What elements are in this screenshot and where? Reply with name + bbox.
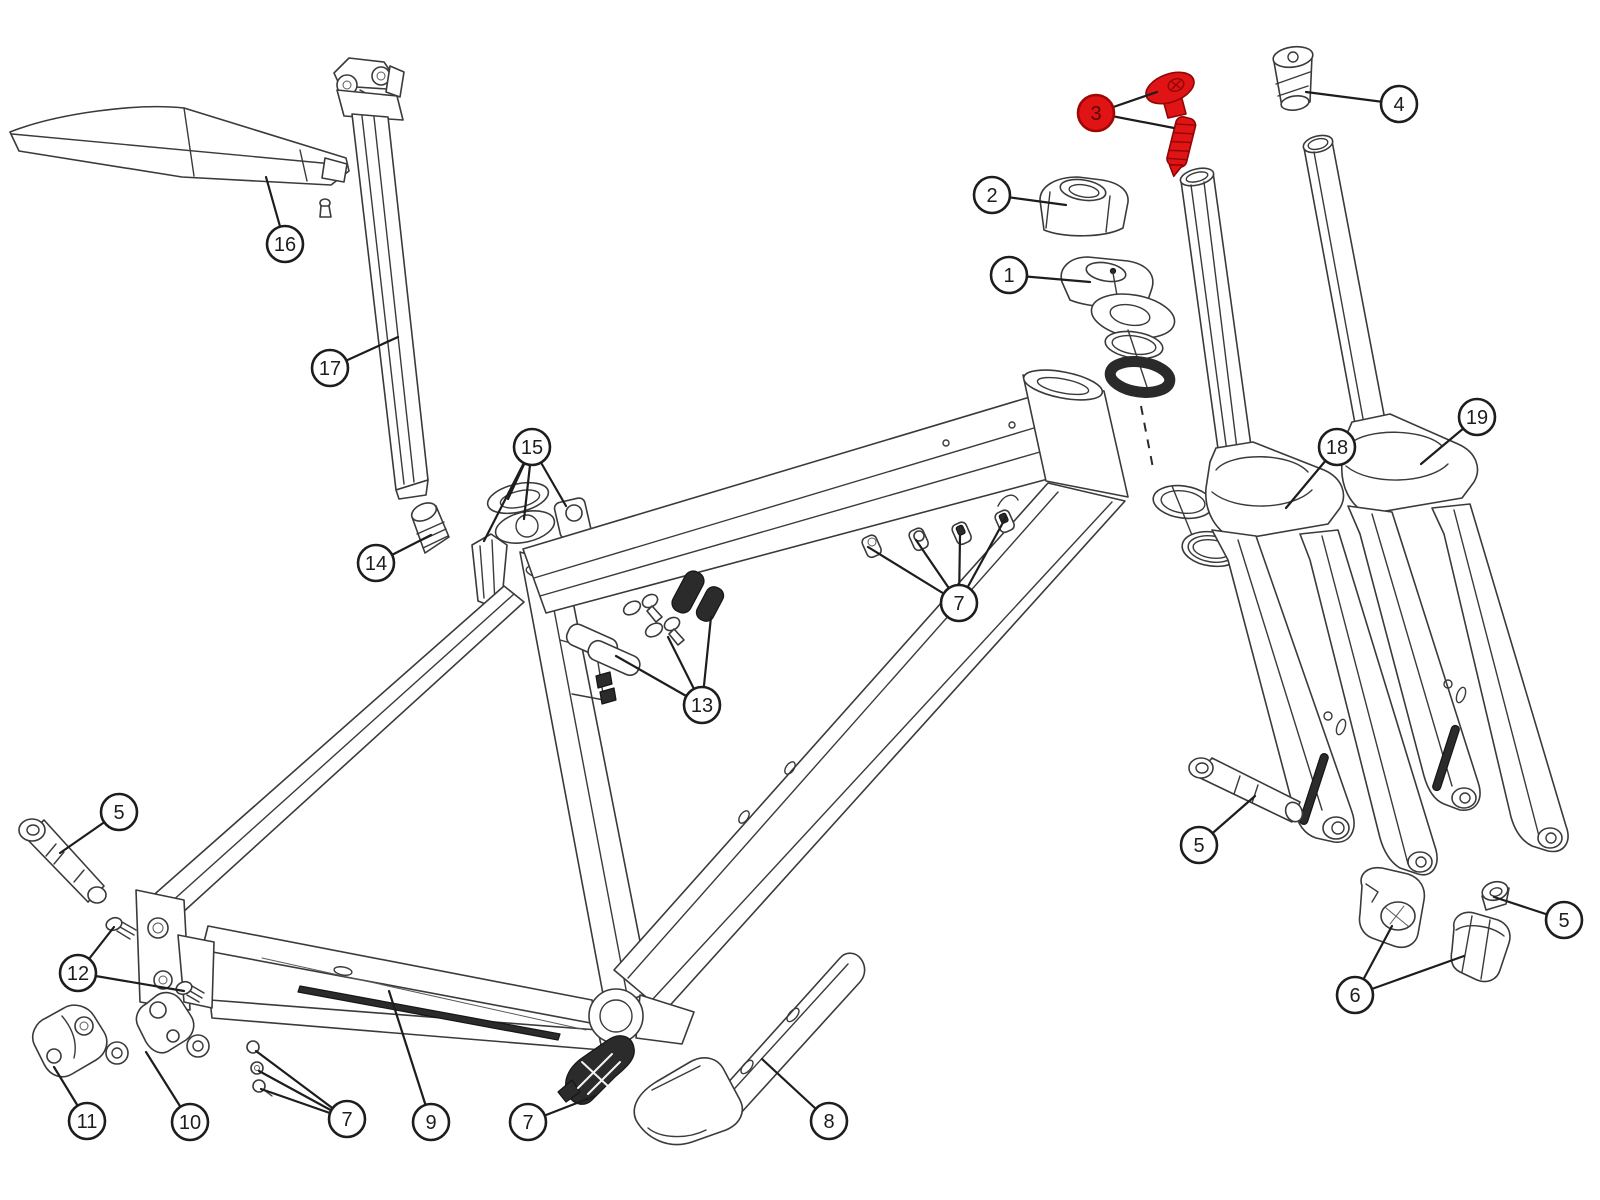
callout-label-7a: 7 [953, 593, 964, 615]
callout-5c[interactable] [1544, 900, 1584, 940]
derailleur-hanger-short [135, 991, 210, 1058]
callout-label-2: 2 [986, 185, 997, 207]
callout-11[interactable] [67, 1101, 107, 1141]
callout-14[interactable] [356, 543, 396, 583]
seatpost [333, 57, 429, 500]
frame-port-hardware [565, 570, 725, 677]
headset-cone-spacer [1039, 176, 1129, 237]
front-thru-axle [1188, 757, 1304, 823]
callout-12[interactable] [58, 953, 98, 993]
callout-8[interactable] [809, 1101, 849, 1141]
callout-label-10: 10 [179, 1112, 201, 1134]
callout-label-3: 3 [1090, 103, 1101, 125]
callout-label-14: 14 [365, 553, 387, 575]
callout-6[interactable] [1335, 975, 1375, 1015]
chain-guide [557, 1035, 635, 1105]
small-frame-bolts [246, 1040, 273, 1097]
callout-label-5a: 5 [113, 802, 124, 824]
saddle [9, 105, 350, 218]
expander-plug [1272, 45, 1314, 112]
downtube-protector [633, 952, 866, 1146]
callout-label-4: 4 [1393, 94, 1404, 116]
dropout-inserts [1358, 866, 1511, 983]
callout-label-11: 11 [77, 1111, 98, 1133]
callout-16[interactable] [265, 224, 305, 264]
callout-1[interactable] [989, 255, 1029, 295]
fork-19 [1302, 134, 1569, 853]
callout-17[interactable] [310, 348, 350, 388]
seatpost-plug [410, 502, 450, 554]
callout-18[interactable] [1317, 427, 1357, 467]
callout-3[interactable] [1076, 93, 1116, 133]
callout-5a[interactable] [99, 792, 139, 832]
callout-label-1: 1 [1003, 265, 1014, 287]
fork-18 [1179, 167, 1438, 876]
axle-nut [1481, 880, 1510, 911]
callout-label-17: 17 [319, 358, 341, 380]
callout-label-5b: 5 [1193, 835, 1204, 857]
callout-label-7b: 7 [341, 1109, 352, 1131]
callout-2[interactable] [972, 175, 1012, 215]
callout-4[interactable] [1379, 84, 1419, 124]
rear-thru-axle [18, 818, 107, 904]
callout-label-9: 9 [425, 1112, 436, 1134]
callout-label-18: 18 [1326, 437, 1348, 459]
callout-label-7c: 7 [522, 1112, 533, 1134]
frame [135, 369, 1129, 1051]
callout-10[interactable] [170, 1102, 210, 1142]
callout-5b[interactable] [1179, 825, 1219, 865]
callout-label-15: 15 [521, 437, 543, 459]
callout-9[interactable] [411, 1102, 451, 1142]
callout-label-13: 13 [691, 695, 713, 717]
callout-label-19: 19 [1466, 407, 1488, 429]
derailleur-hanger-long [31, 1004, 129, 1078]
callout-7b[interactable] [327, 1099, 367, 1139]
callout-label-5c: 5 [1558, 910, 1569, 932]
callout-label-16: 16 [274, 234, 296, 256]
callout-7c[interactable] [508, 1102, 548, 1142]
callout-label-6: 6 [1349, 985, 1360, 1007]
callout-7a[interactable] [939, 583, 979, 623]
callout-label-8: 8 [823, 1111, 834, 1133]
callout-label-12: 12 [67, 963, 89, 985]
callout-15[interactable] [512, 427, 552, 467]
callout-13[interactable] [682, 685, 722, 725]
leader-line-9 [387, 989, 433, 1124]
callout-19[interactable] [1457, 397, 1497, 437]
